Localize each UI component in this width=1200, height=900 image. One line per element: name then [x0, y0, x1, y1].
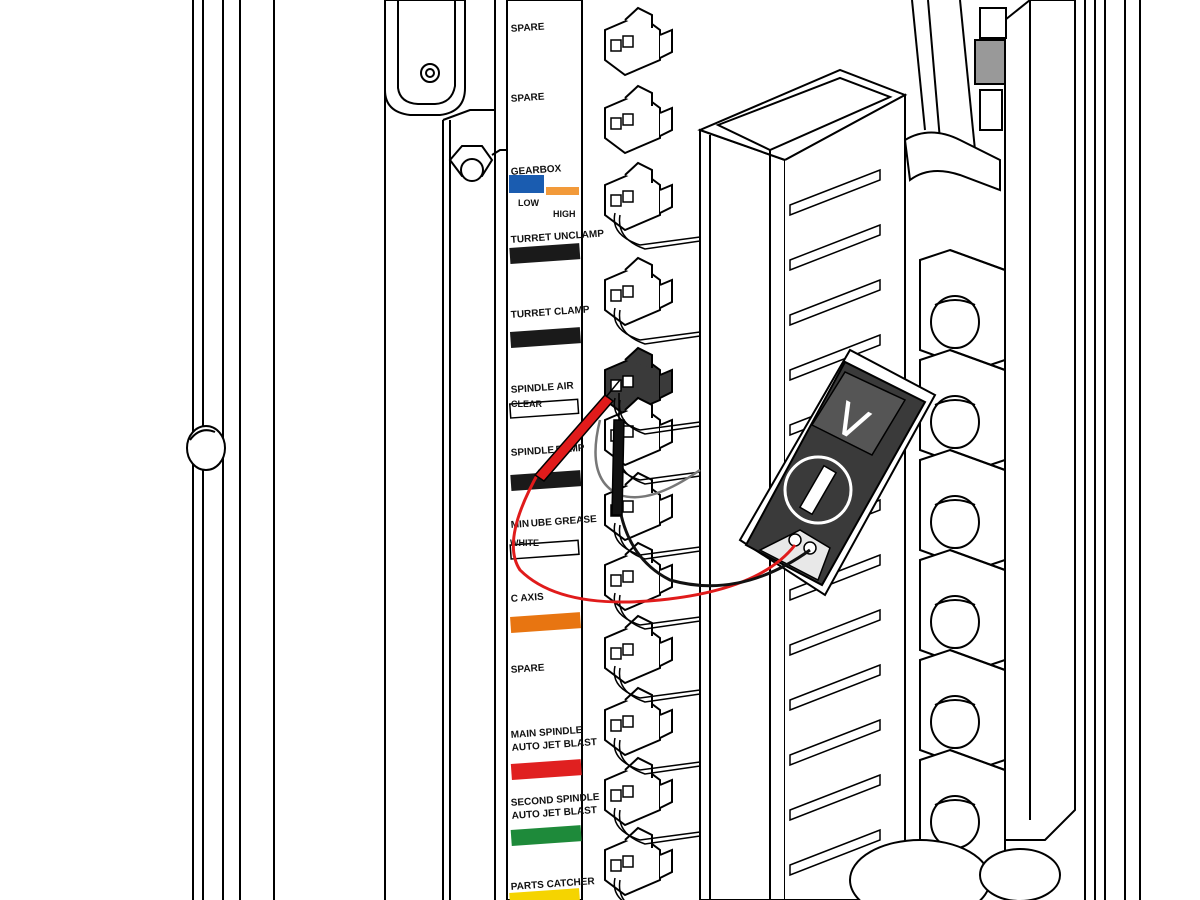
hinge-bracket	[384, 0, 466, 116]
connector[interactable]	[604, 6, 673, 77]
label-color-bar	[509, 539, 580, 560]
gearbox-high-bar	[546, 187, 579, 195]
terminal-screw[interactable]	[930, 395, 980, 449]
terminal-block	[919, 648, 1006, 772]
mounting-panel	[442, 0, 496, 900]
duct-slot	[789, 828, 881, 877]
label-spare3: SPARE	[510, 663, 545, 676]
wire	[613, 307, 701, 341]
door-knob	[186, 425, 226, 471]
wire	[618, 809, 701, 845]
label-text: MIN	[510, 519, 529, 531]
connector[interactable]	[604, 84, 673, 155]
terminal-screw[interactable]	[930, 295, 980, 349]
connector[interactable]	[604, 614, 673, 685]
terminal-block	[919, 248, 1006, 372]
terminal-block	[919, 448, 1006, 572]
label-spindle-air: SPINDLE AIR	[508, 381, 580, 419]
label-parts-catcher: PARTS CATCHER	[509, 876, 596, 900]
label-color-bar	[509, 327, 581, 348]
terminal-block	[919, 548, 1006, 672]
meter-screen	[810, 371, 907, 456]
spindle-air-clear-label: CLEAR	[511, 399, 542, 409]
label-text: SPARE	[510, 22, 545, 35]
wire	[613, 397, 701, 431]
label-c-axis: C AXIS	[510, 592, 581, 633]
label-spare1: SPARE	[510, 22, 545, 35]
red-probe[interactable]	[533, 393, 615, 482]
black-lead	[618, 509, 811, 588]
wire	[618, 214, 701, 250]
wire	[618, 524, 701, 560]
label-color-bar	[510, 612, 581, 633]
duct-slot	[789, 773, 881, 822]
duct-slot	[789, 223, 881, 272]
label-gearbox: GEARBOX	[510, 163, 562, 178]
wire	[618, 739, 701, 775]
terminal-block	[919, 348, 1006, 472]
connector[interactable]	[604, 161, 673, 232]
label-color-bar	[510, 759, 582, 780]
wire-bundle	[613, 212, 701, 900]
label-text: C AXIS	[510, 592, 544, 605]
meter-dial-knob[interactable]	[798, 464, 838, 516]
black-probe[interactable]	[611, 419, 625, 516]
connector[interactable]	[604, 756, 673, 827]
terminal-screw[interactable]	[930, 695, 980, 749]
label-color-bar	[509, 888, 581, 900]
wire	[613, 665, 701, 699]
terminal-screw[interactable]	[930, 495, 980, 549]
bottom-fitting	[849, 839, 1061, 900]
right-rail	[1004, 0, 1141, 900]
terminal-blocks	[919, 248, 1006, 872]
wire	[613, 592, 701, 626]
wire	[618, 594, 701, 630]
label-text: SPARE	[510, 92, 545, 105]
multimeter: V	[738, 348, 937, 597]
wire	[613, 737, 701, 771]
label-text: SPINDLE AIR	[510, 381, 574, 396]
air-fitting	[903, 0, 1007, 192]
ground-nut	[448, 145, 511, 182]
terminal-screw[interactable]	[930, 595, 980, 649]
probes	[533, 379, 625, 516]
label-color-bar	[509, 243, 581, 265]
label-color-bar	[508, 398, 580, 419]
duct-slot	[789, 168, 881, 217]
wire	[618, 309, 701, 345]
connector-column	[604, 6, 673, 897]
gearbox-low-bar	[509, 175, 544, 193]
duct-slot	[789, 333, 881, 382]
duct-slot	[789, 718, 881, 767]
terminal-block	[919, 748, 1006, 872]
gearbox-low-label: LOW	[518, 198, 539, 208]
label-text: SPARE	[510, 663, 545, 676]
gearbox-high-label: HIGH	[553, 209, 576, 219]
wire	[618, 667, 701, 703]
wire	[613, 877, 623, 900]
label-text: UBE GREASE	[530, 514, 597, 530]
label-text: MAIN SPINDLE	[510, 725, 583, 741]
label-spare2: SPARE	[510, 92, 545, 105]
wire	[618, 879, 625, 900]
wire	[613, 212, 701, 246]
label-color-bar	[510, 470, 582, 491]
connector[interactable]	[604, 256, 673, 327]
connector[interactable]	[604, 826, 673, 897]
wire	[613, 807, 701, 841]
label-text: SPINDLE	[510, 445, 554, 459]
duct-slot	[789, 608, 881, 657]
meter-jack-com[interactable]	[788, 533, 802, 547]
duct-slot	[789, 278, 881, 327]
duct-slot	[789, 663, 881, 712]
label-text: GEARBOX	[510, 163, 562, 178]
label-color-bar	[510, 825, 582, 846]
min-lube-white-label: WHITE	[510, 538, 539, 548]
